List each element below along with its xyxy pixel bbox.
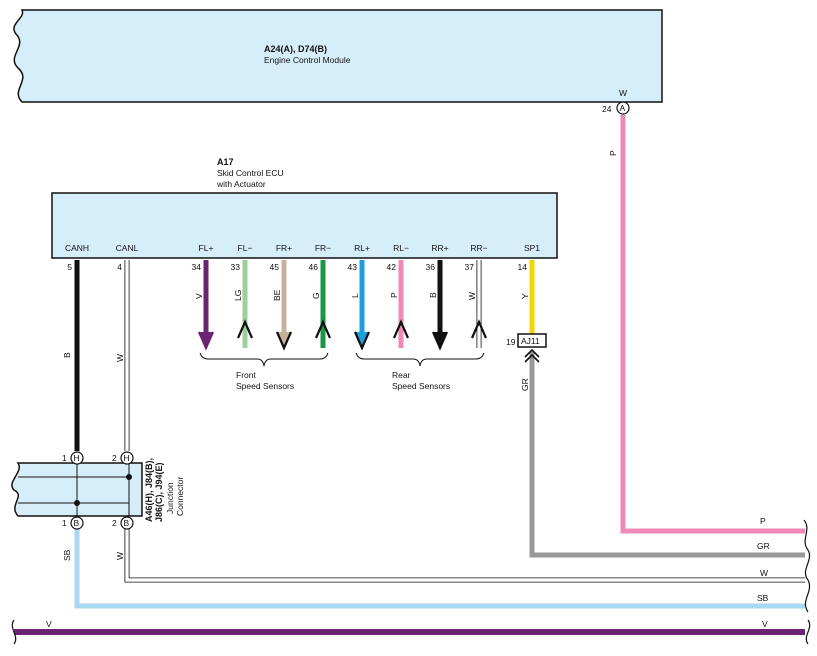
junction-bottom-pin-2: 2	[112, 518, 117, 528]
terminal-pin-7: 42	[387, 262, 397, 272]
arrow-fl-minus-icon	[236, 319, 254, 339]
ecm-code: A24(A), D74(B)	[264, 44, 327, 54]
ecm-connector-letter: A	[620, 103, 626, 113]
terminal-label-9: RR−	[470, 243, 487, 253]
terminal-pin-3: 33	[231, 262, 241, 272]
aj11-pin: 19	[506, 337, 516, 347]
label-rr-minus-wire: W	[467, 292, 477, 300]
arrow-rr-plus-icon	[431, 331, 449, 351]
terminal-pin-8: 36	[426, 262, 436, 272]
label-ecm-p-wire: P	[608, 150, 618, 156]
terminal-label-10: SP1	[524, 243, 540, 253]
bus-label-v-left: V	[46, 619, 52, 629]
ecm-output-connector: W 24	[602, 88, 627, 114]
rear-speed-sensors: Rear Speed Sensors	[355, 352, 485, 391]
terminal-pin-4: 45	[270, 262, 280, 272]
arrow-fr-plus-icon	[275, 331, 293, 351]
ecm-output-wire-color: W	[619, 88, 627, 98]
arrow-fl-plus-icon	[197, 331, 215, 351]
terminal-pin-10: 14	[518, 262, 528, 272]
arrow-rr-minus-icon	[470, 319, 488, 339]
terminal-pin-5: 46	[309, 262, 319, 272]
label-rl-minus-wire: P	[389, 292, 399, 298]
terminal-label-0: CANH	[65, 243, 89, 253]
front-sensors-line1: Front	[236, 370, 256, 380]
aj11-chevron-icon	[524, 348, 540, 363]
wire-junction-w	[125, 529, 805, 582]
ecu-name-line2: with Actuator	[216, 179, 266, 189]
terminal-label-2: FL+	[199, 243, 214, 253]
junction-name-line1: Junction	[165, 482, 175, 514]
rear-sensors-line1: Rear	[392, 370, 411, 380]
terminal-pin-6: 43	[348, 262, 358, 272]
front-speed-sensors: Front Speed Sensors	[199, 352, 329, 391]
sensor-arrows	[197, 319, 488, 351]
terminal-label-3: FL−	[238, 243, 253, 253]
bus-label-gr: GR	[757, 541, 770, 551]
engine-control-module: A24(A), D74(B) Engine Control Module	[13, 9, 663, 103]
label-fr-minus-wire: G	[311, 292, 321, 299]
label-fl-minus-wire: LG	[233, 290, 243, 301]
bus-label-sb: SB	[757, 593, 769, 603]
junction-code-line1: A46(H), J84(B),	[144, 458, 154, 522]
bus-label-v: V	[762, 619, 768, 629]
arrow-fr-minus-icon	[314, 319, 332, 339]
junction-bottom-pin-1: 1	[62, 518, 67, 528]
junction-top-pin-1: 1	[62, 453, 67, 463]
skid-control-ecu: A17 Skid Control ECU with Actuator	[51, 157, 558, 259]
ecm-output-pin: 24	[602, 104, 612, 114]
label-junction-sb-wire: SB	[62, 549, 72, 561]
junction-label: A46(H), J84(B), J86(C), J94(E) Junction …	[144, 458, 185, 522]
wire-junction-sb	[74, 529, 805, 609]
terminal-pin-1: 4	[117, 262, 122, 272]
junction-top-pin-2: 2	[112, 453, 117, 463]
wires	[14, 115, 805, 635]
front-sensors-line2: Speed Sensors	[236, 381, 294, 391]
bus-label-p: P	[760, 516, 766, 526]
ecu-terminals: CANH 5 CANL 4 FL+ 34 FL− 33 FR+ 45 FR− 46 RL+ 43 RL− 42…	[65, 243, 540, 272]
junction-top-conn-1: H	[74, 453, 80, 463]
arrow-rl-minus-icon	[392, 319, 410, 339]
junction-name-line2: Connector	[175, 477, 185, 516]
ecm-name: Engine Control Module	[264, 55, 351, 65]
terminal-label-8: RR+	[431, 243, 448, 253]
label-gr-wire: GR	[520, 378, 530, 391]
terminal-label-1: CANL	[116, 243, 139, 253]
terminal-label-6: RL+	[354, 243, 370, 253]
aj11-label: AJ11	[521, 336, 540, 346]
terminal-label-5: FR−	[315, 243, 331, 253]
label-rr-plus-wire: B	[428, 292, 438, 298]
label-canl-wire: W	[115, 354, 125, 362]
label-fl-plus-wire: V	[194, 293, 204, 299]
terminal-pin-2: 34	[192, 262, 202, 272]
junction-top-conn-2: H	[124, 453, 130, 463]
terminal-label-4: FR+	[276, 243, 292, 253]
arrow-rl-plus-icon	[353, 331, 371, 351]
terminal-label-7: RL−	[393, 243, 409, 253]
junction-bottom-conn-1: B	[74, 518, 80, 528]
junction-bottom-conn-2: B	[124, 518, 130, 528]
label-fr-plus-wire: BE	[272, 289, 282, 301]
bus-line-labels: P GR W SB V V	[46, 516, 770, 629]
ecm-connector-circle: A	[616, 101, 630, 115]
junction-code-line2: J86(C), J94(E)	[154, 462, 164, 522]
label-sp1-wire: Y	[520, 293, 530, 299]
wire-gr	[529, 352, 805, 558]
terminal-pin-0: 5	[67, 262, 72, 272]
label-junction-w-wire: W	[115, 552, 125, 560]
ecu-name-line1: Skid Control ECU	[217, 168, 284, 178]
bus-label-w: W	[760, 568, 768, 578]
aj11-connector: 19 AJ11	[506, 333, 547, 363]
break-marks	[11, 519, 811, 645]
wire-ecm-p	[620, 115, 805, 534]
terminal-pin-9: 37	[465, 262, 475, 272]
ecu-code: A17	[217, 157, 234, 167]
label-canh-wire: B	[62, 352, 72, 358]
rear-sensors-line2: Speed Sensors	[392, 381, 450, 391]
junction-connector: A46(H), J84(B), J86(C), J94(E) Junction …	[11, 451, 185, 530]
wire-color-labels: B W V LG BE G L P B W Y GR P SB W	[62, 150, 618, 561]
label-rl-plus-wire: L	[350, 293, 360, 298]
